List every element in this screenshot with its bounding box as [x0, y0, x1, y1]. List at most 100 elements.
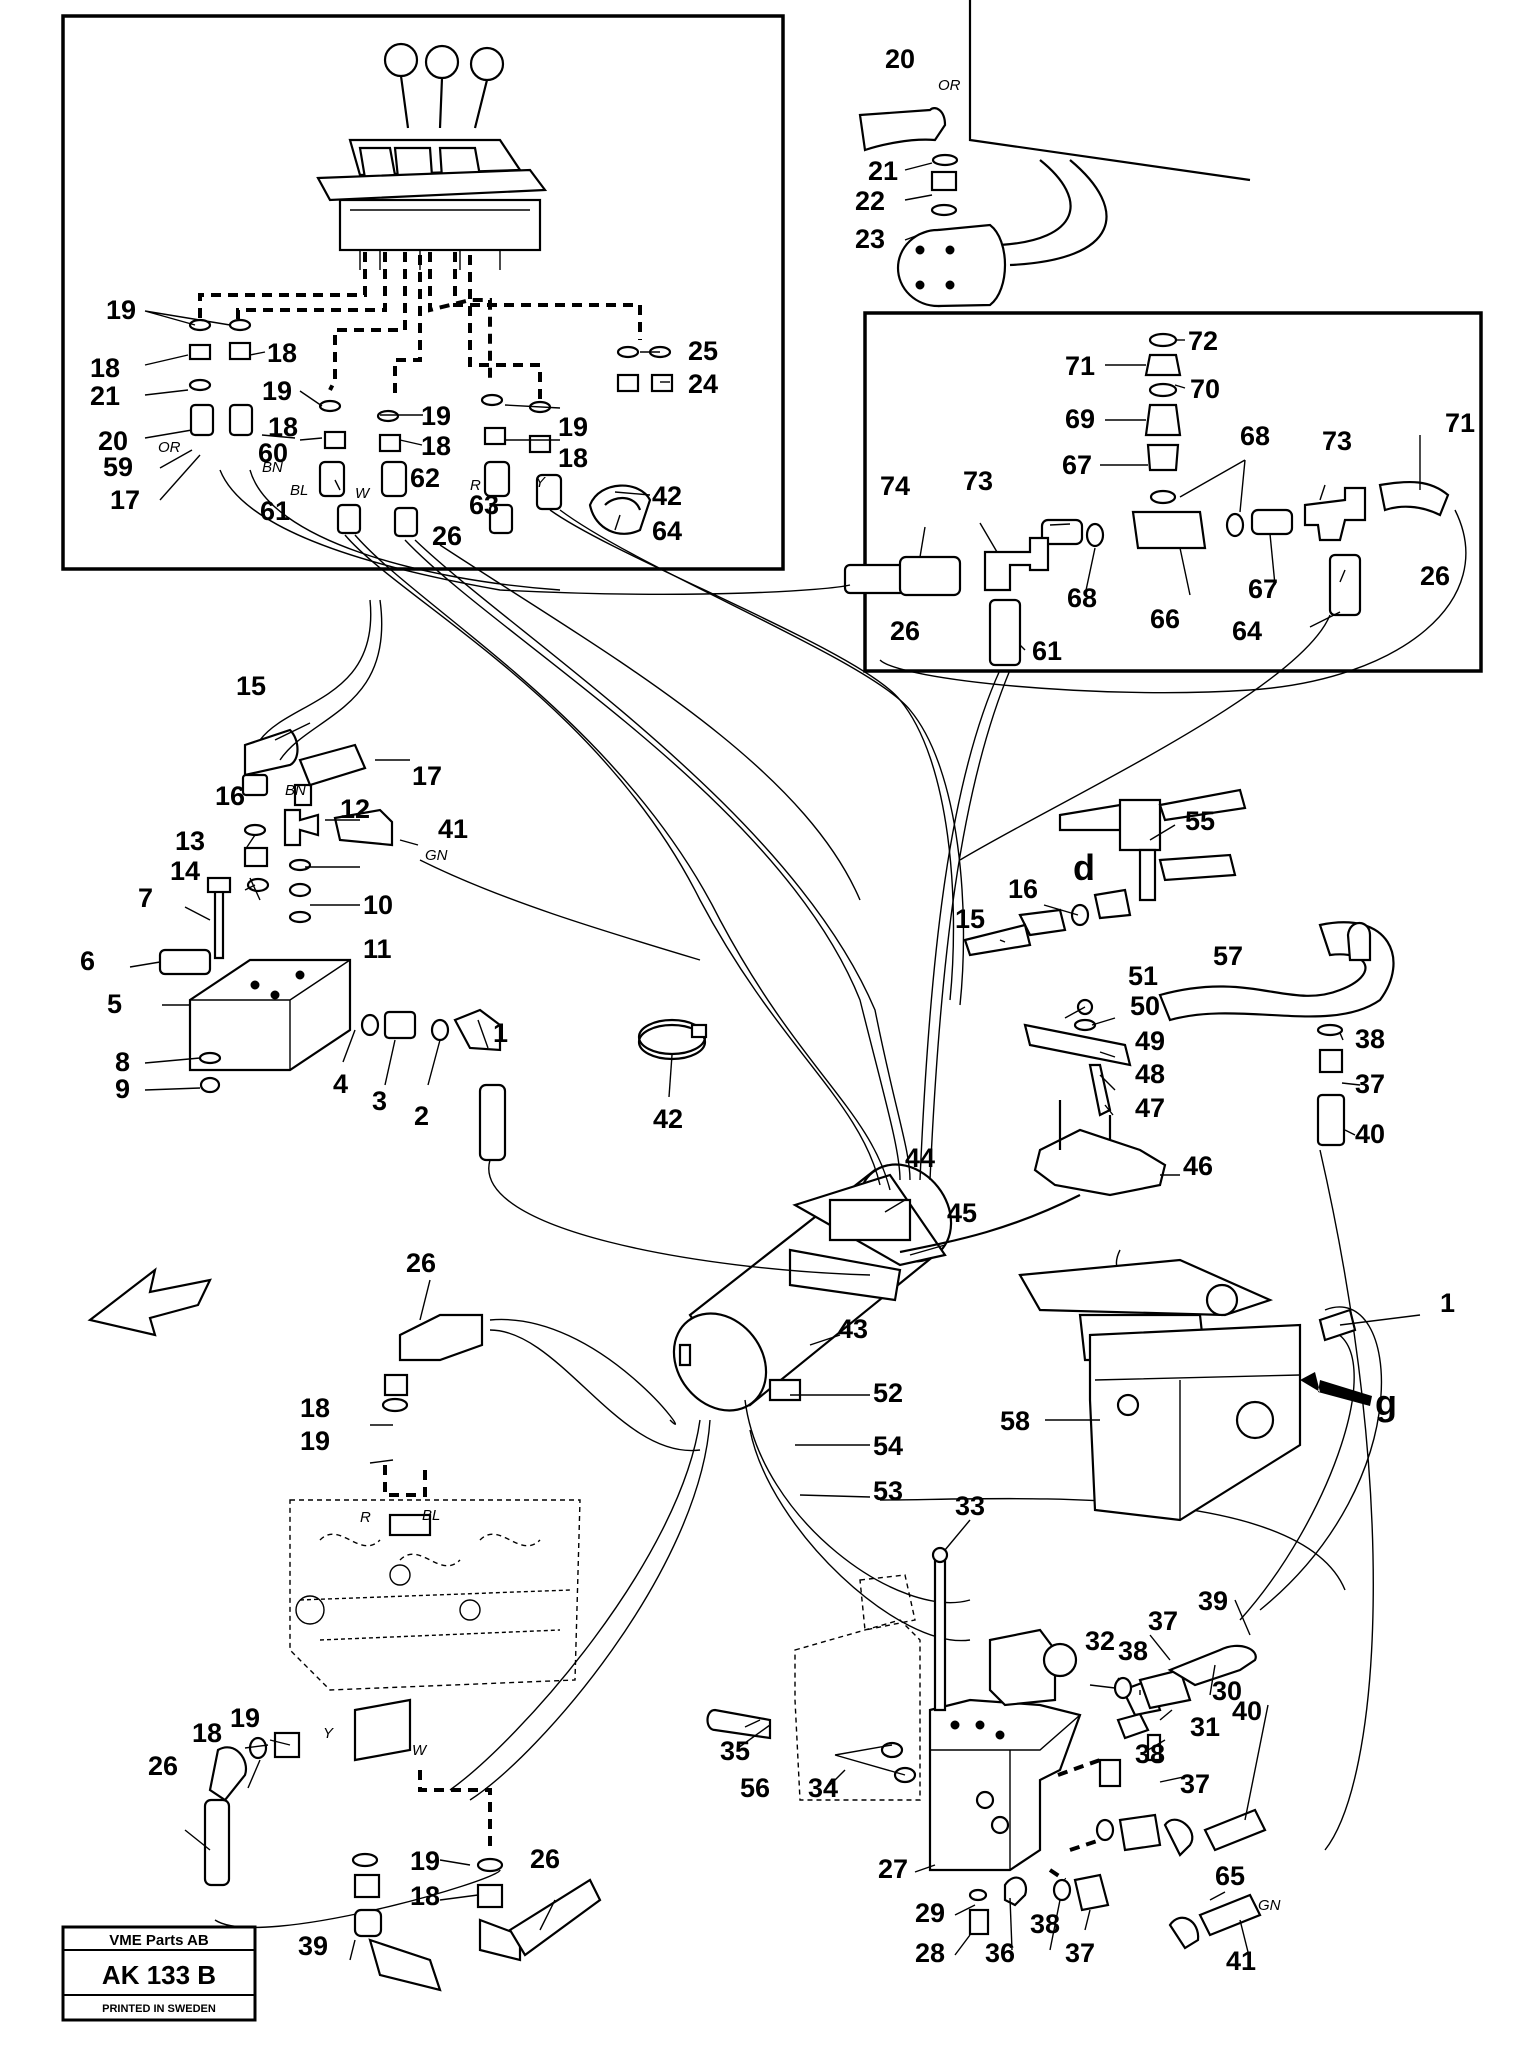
- callout: 67: [1062, 450, 1092, 480]
- callout: 71: [1445, 408, 1475, 438]
- bracket-assembly: [899, 998, 1167, 1254]
- title-block: VME Parts AB AK 133 B PRINTED IN SWEDEN: [61, 1925, 257, 2022]
- callout: 19: [421, 401, 451, 431]
- pilot-control-levers: [316, 42, 548, 270]
- callout: 28: [915, 1938, 945, 1968]
- callout: 54: [873, 1431, 903, 1461]
- callout: 47: [1135, 1093, 1165, 1123]
- callout: 2: [414, 1101, 429, 1131]
- callout: 38: [1118, 1636, 1148, 1666]
- callout: 19: [230, 1703, 260, 1733]
- callout: 19: [106, 295, 136, 325]
- company-name: VME Parts AB: [109, 1932, 209, 1949]
- tee-assembly-parts: [843, 332, 1450, 667]
- callout: 26: [890, 616, 920, 646]
- callout: 19: [262, 376, 292, 406]
- callout: 19: [558, 412, 588, 442]
- callout: 51: [1128, 961, 1158, 991]
- callout: 31: [1190, 1712, 1220, 1742]
- callout: 56: [740, 1773, 770, 1803]
- callout: 73: [1322, 426, 1352, 456]
- callout: 66: [1150, 604, 1180, 634]
- callout: 14: [170, 856, 200, 886]
- callout: 3: [372, 1086, 387, 1116]
- callout: 38: [1135, 1739, 1165, 1769]
- callout: 40: [1355, 1119, 1385, 1149]
- callout: 63: [469, 490, 499, 520]
- callout: 61: [260, 496, 290, 526]
- callout: 18: [300, 1393, 330, 1423]
- callout: 29: [915, 1898, 945, 1928]
- colour-tag: BL: [290, 482, 308, 499]
- callout: 72: [1188, 326, 1218, 356]
- callout: 43: [838, 1314, 868, 1344]
- callout: 18: [421, 431, 451, 461]
- callout: 26: [530, 1844, 560, 1874]
- view-letter-d: d: [1073, 847, 1095, 888]
- colour-tag: OR: [158, 439, 181, 456]
- callout: 18: [192, 1718, 222, 1748]
- callout: 8: [115, 1047, 130, 1077]
- callout: 48: [1135, 1059, 1165, 1089]
- colour-tag: Y: [535, 474, 546, 491]
- callout: 21: [868, 156, 898, 186]
- callout: 18: [558, 443, 588, 473]
- callout: 9: [115, 1074, 130, 1104]
- callout: 22: [855, 186, 885, 216]
- callout: 42: [653, 1104, 683, 1134]
- shuttle-valve-block: [158, 728, 507, 1162]
- callout: 18: [268, 412, 298, 442]
- callout: 4: [333, 1069, 348, 1099]
- callout: 16: [1008, 874, 1038, 904]
- callout: 60: [258, 438, 288, 468]
- callout-numbers: 19 18 18 21 20 59 17 19 18 60 61 19 18 6…: [80, 44, 1475, 1976]
- callout: 68: [1240, 421, 1270, 451]
- callout: 39: [298, 1931, 328, 1961]
- callout: 41: [438, 814, 468, 844]
- colour-tag: R: [470, 477, 481, 494]
- callout: 26: [432, 521, 462, 551]
- callout: 30: [1212, 1676, 1242, 1706]
- callout: 1: [493, 1018, 508, 1048]
- callout: 27: [878, 1854, 908, 1884]
- callout: 40: [1232, 1696, 1262, 1726]
- callout: 41: [1226, 1946, 1256, 1976]
- direction-arrow: [87, 1267, 212, 1337]
- view-letter-g: g: [1375, 1382, 1397, 1423]
- colour-tag: GN: [425, 847, 448, 864]
- callout: 44: [905, 1143, 935, 1173]
- callout: 61: [1032, 636, 1062, 666]
- motor-unit: [858, 0, 1251, 308]
- callout: 38: [1355, 1024, 1385, 1054]
- callout: 55: [1185, 806, 1215, 836]
- callout: 65: [1215, 1861, 1245, 1891]
- colour-tag: BL: [422, 1507, 440, 1524]
- hose-clamp: [637, 1018, 708, 1061]
- callout: 24: [688, 369, 718, 399]
- hydraulic-hoses: [214, 469, 1467, 1929]
- callout: 21: [90, 381, 120, 411]
- callout: 19: [300, 1426, 330, 1456]
- callout: 5: [107, 989, 122, 1019]
- callout: 18: [90, 353, 120, 383]
- inset-pilot-control: [61, 14, 785, 571]
- callout: 16: [215, 781, 245, 811]
- callout: 20: [98, 426, 128, 456]
- callout: 18: [410, 1881, 440, 1911]
- callout: 26: [148, 1751, 178, 1781]
- colour-tag: W: [355, 485, 371, 502]
- callout: 12: [340, 794, 370, 824]
- colour-tag: BN: [262, 459, 283, 476]
- callout: 32: [1085, 1626, 1115, 1656]
- hose-colour-tags: OR OR BN BN BL BL W W R R Y Y GN GN: [158, 77, 1281, 1914]
- callout: 10: [363, 890, 393, 920]
- callout: 33: [955, 1491, 985, 1521]
- callout: 64: [652, 516, 682, 546]
- callout: 38: [1030, 1909, 1060, 1939]
- callout: 39: [1198, 1586, 1228, 1616]
- callout: 49: [1135, 1026, 1165, 1056]
- callout: 34: [808, 1773, 838, 1803]
- colour-tag: R: [360, 1509, 371, 1526]
- callout: 62: [410, 463, 440, 493]
